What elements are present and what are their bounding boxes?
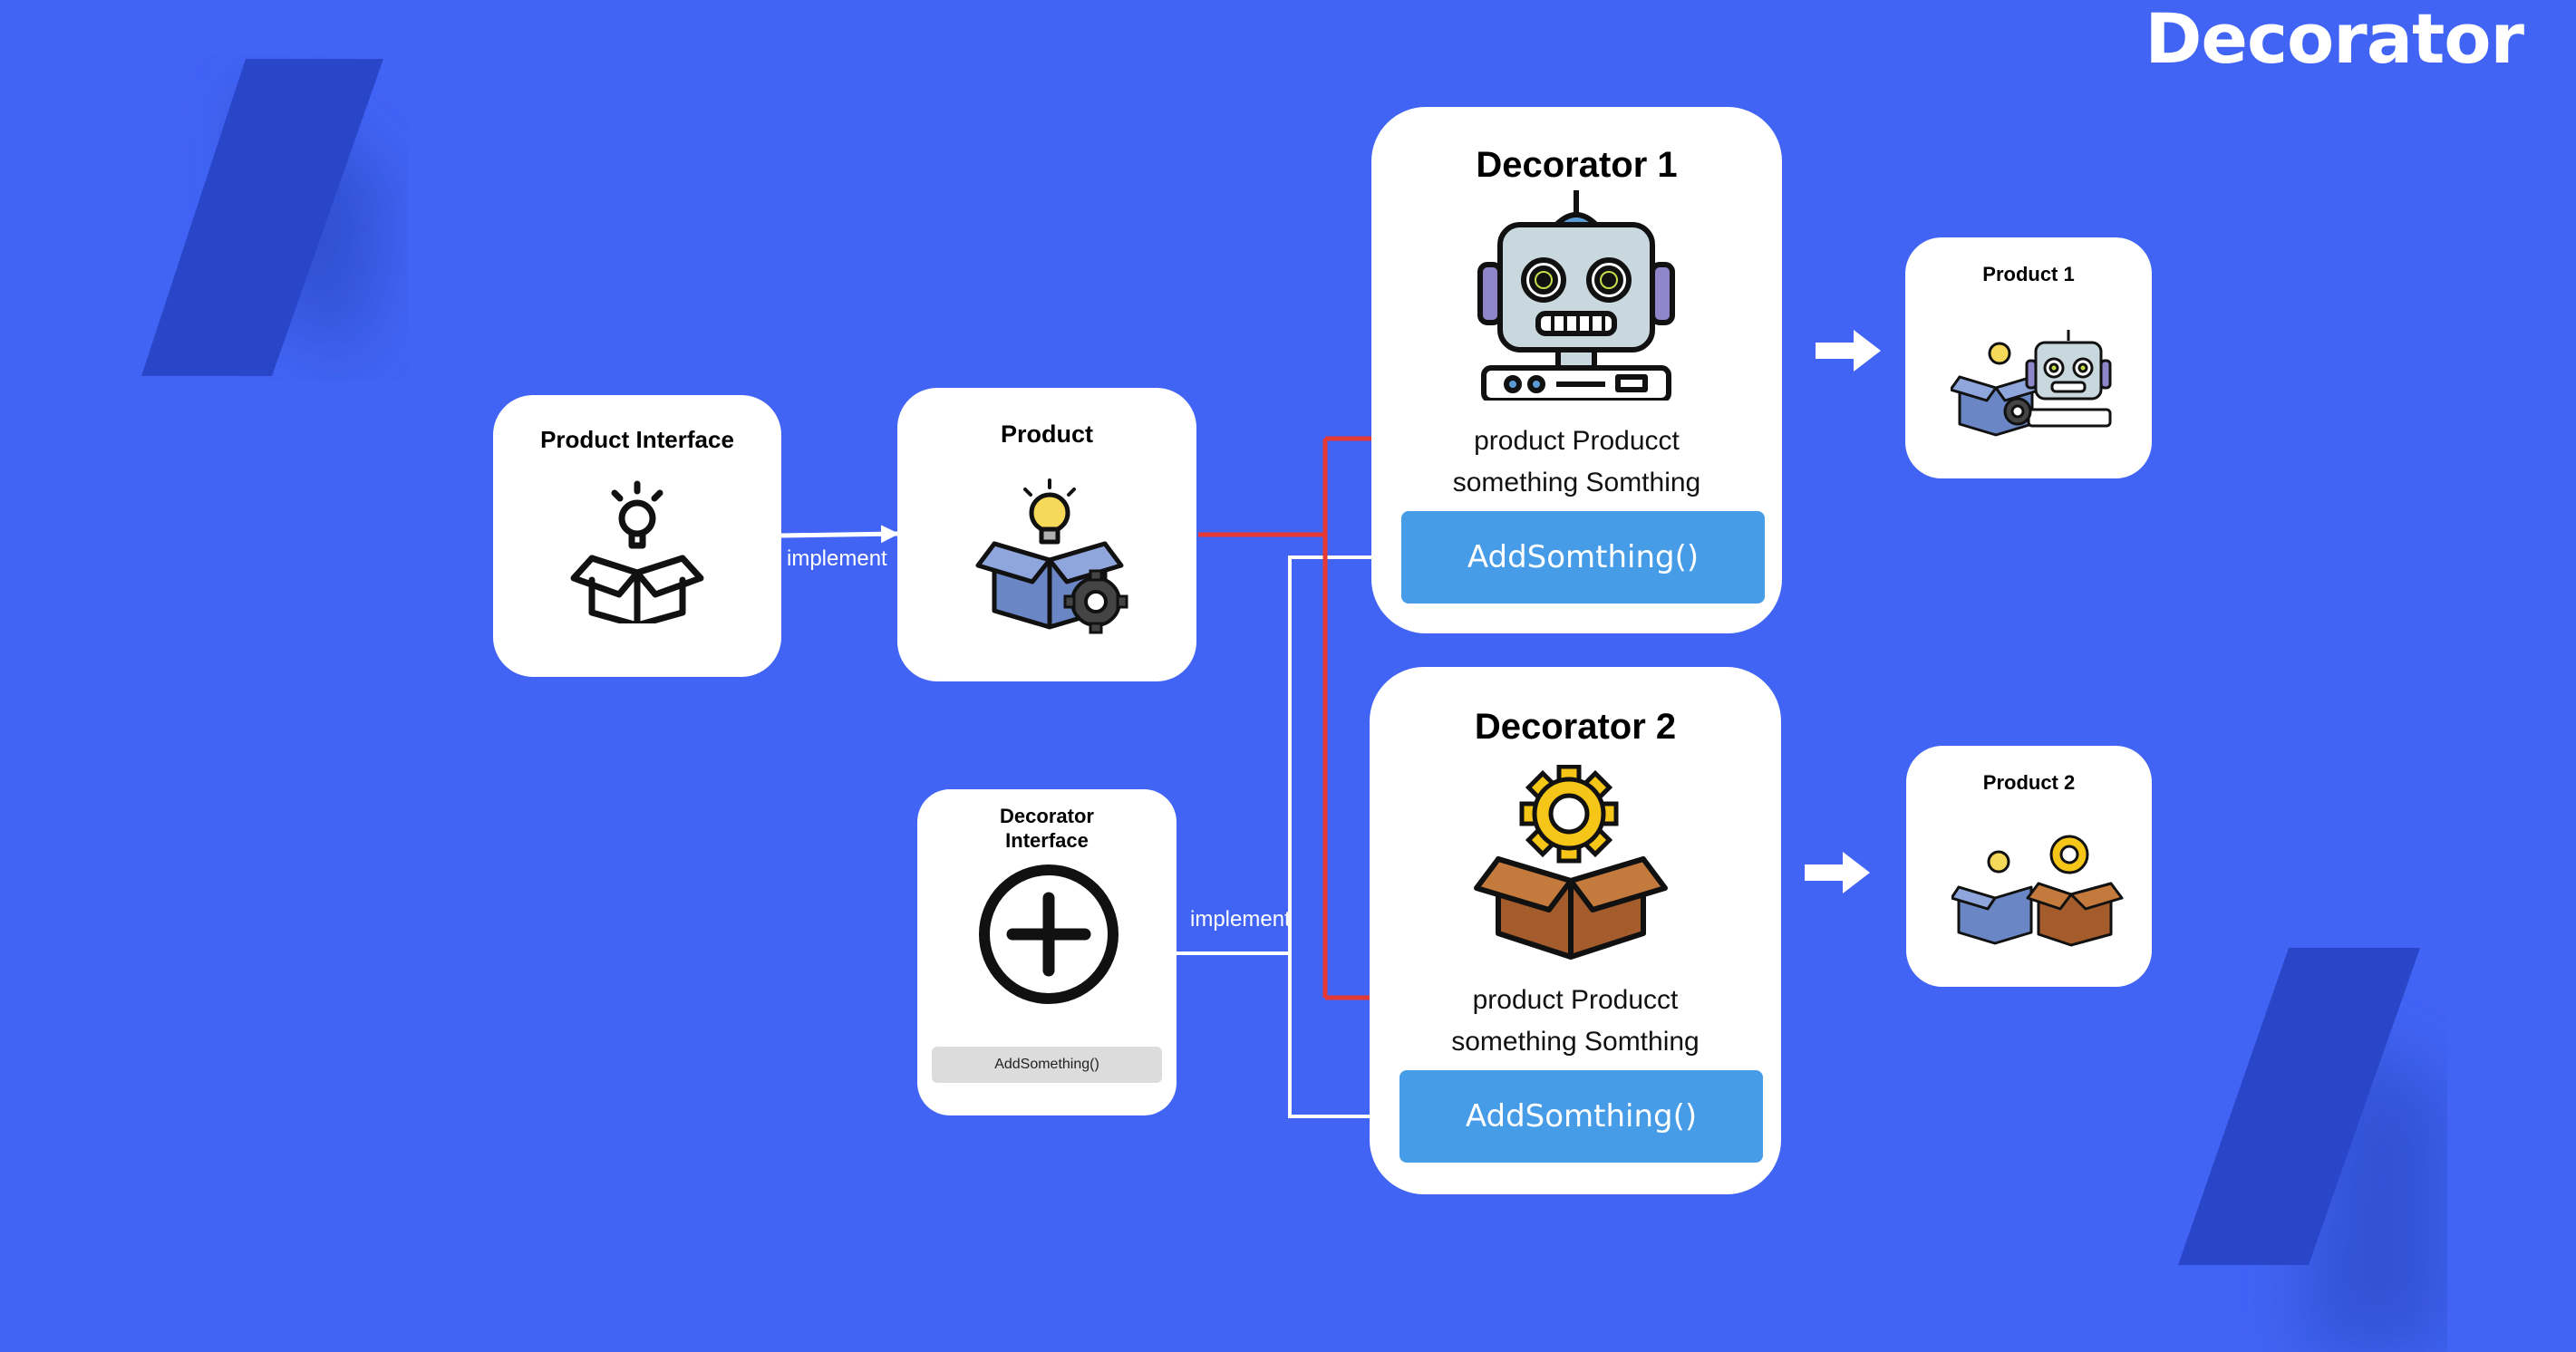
card-title: Decorator Interface [917, 804, 1177, 853]
implement-arrow-product [780, 525, 899, 544]
decorator1-description: product Producct something Somthing [1371, 420, 1782, 504]
result-arrow-icon-2 [1805, 852, 1870, 893]
title-line2: Interface [1005, 829, 1089, 852]
title-line1: Decorator [1000, 805, 1094, 827]
decorator2-card[interactable]: Decorator 2 product Producct something S… [1370, 667, 1781, 1194]
decorative-slash-shape-left [141, 59, 390, 376]
decorative-slash-shape-right [2178, 948, 2447, 1352]
product2-card[interactable]: Product 2 [1906, 746, 2152, 987]
robot-icon [1477, 190, 1675, 401]
product-card[interactable]: Product [897, 388, 1196, 681]
plus-circle-icon [979, 864, 1119, 1004]
desc-line1: product Producct [1472, 985, 1679, 1015]
decorator2-description: product Producct something Somthing [1370, 980, 1781, 1063]
result-arrow-icon-1 [1816, 330, 1881, 372]
card-title: Product 2 [1982, 771, 2076, 794]
decorator1-add-somthing-button[interactable]: AddSomthing() [1401, 511, 1765, 604]
card-title: Decorator 1 [1476, 145, 1678, 185]
lightbulb-box-outline-icon [570, 480, 704, 623]
decorator-interface-connector [1177, 555, 1371, 1118]
card-title: Product Interface [540, 426, 734, 453]
card-title: Decorator 2 [1474, 707, 1677, 747]
gear-box-icon [1474, 765, 1668, 960]
box-robot-icon [1951, 330, 2112, 437]
product-interface-card[interactable]: Product Interface [493, 395, 781, 677]
brand-title: Decorator [2145, 0, 2524, 79]
decorator-interface-card[interactable]: Decorator Interface AddSomething() [917, 789, 1177, 1115]
desc-line2: something Somthing [1452, 468, 1701, 497]
decorator1-card[interactable]: Decorator 1 product Producct something S… [1371, 107, 1782, 633]
desc-line1: product Producct [1474, 426, 1680, 456]
card-title: Product [1000, 420, 1093, 448]
card-title: Product 1 [1982, 263, 2075, 285]
decorator2-add-somthing-button[interactable]: AddSomthing() [1399, 1070, 1763, 1163]
desc-line2: something Somthing [1451, 1027, 1700, 1057]
edge-label-implement-product: implement [787, 546, 887, 571]
box-gear-box-icon [1951, 835, 2124, 947]
edge-label-implement-decorator: implement [1190, 907, 1291, 932]
product-composition-line [1198, 439, 1328, 537]
product1-card[interactable]: Product 1 [1905, 237, 2152, 478]
add-something-method-button[interactable]: AddSomething() [932, 1047, 1162, 1083]
lightbulb-box-gear-icon [975, 478, 1128, 634]
